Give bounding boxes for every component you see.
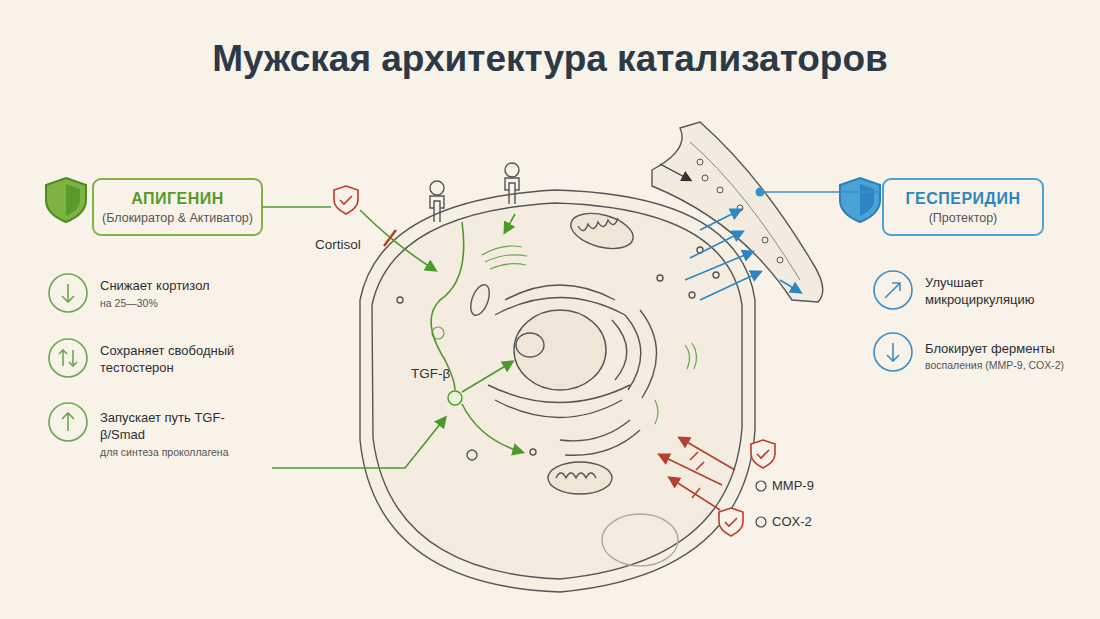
agent-role: (Протектор) xyxy=(929,211,998,225)
effect-note: на 25—30% xyxy=(100,297,158,311)
enzyme-label: MMP-9 xyxy=(772,478,814,495)
enzyme-arrow xyxy=(660,438,735,510)
cell xyxy=(360,163,755,592)
effect-text: Улучшает микроциркуляцию xyxy=(925,275,1055,309)
block-bar xyxy=(384,230,396,246)
effect-text: Сохраняет свободный тестостерон xyxy=(100,343,260,377)
shield-icon xyxy=(46,178,86,222)
er-strand xyxy=(432,246,697,424)
agent-box: АПИГЕНИН (Блокиратор & Активатор) xyxy=(92,178,263,236)
flow-arrow xyxy=(685,210,800,300)
effect-note: воспаления (MMP-9, COX-2) xyxy=(925,359,1064,373)
agent-role: (Блокиратор & Активатор) xyxy=(102,211,253,225)
enzyme-label: COX-2 xyxy=(772,514,812,531)
agent-box: ГЕСПЕРИДИН (Протектор) xyxy=(882,178,1044,236)
title: Мужская архитектура катализаторов xyxy=(0,38,1100,80)
signal-label: TGF-β xyxy=(411,365,450,383)
blood-vessel xyxy=(652,122,823,302)
shield-icon xyxy=(334,186,775,536)
effect-note: для синтеза проколлагена xyxy=(100,446,229,460)
receptor xyxy=(430,163,519,222)
agent-name: АПИГЕНИН xyxy=(131,190,224,208)
list-icon xyxy=(49,274,87,441)
signal-label: Cortisol xyxy=(315,236,361,254)
agent-name: ГЕСПЕРИДИН xyxy=(905,190,1020,208)
effect-text: Блокирует ферменты xyxy=(925,341,1055,358)
effect-text: Снижает кортизол xyxy=(100,278,210,295)
leader-line xyxy=(262,207,522,468)
leader-line xyxy=(762,191,880,193)
list-icon xyxy=(874,271,912,371)
effect-text: Запускает путь TGF-β/Smad xyxy=(100,410,250,444)
shield-icon xyxy=(840,178,880,222)
leader-dot xyxy=(756,188,765,197)
